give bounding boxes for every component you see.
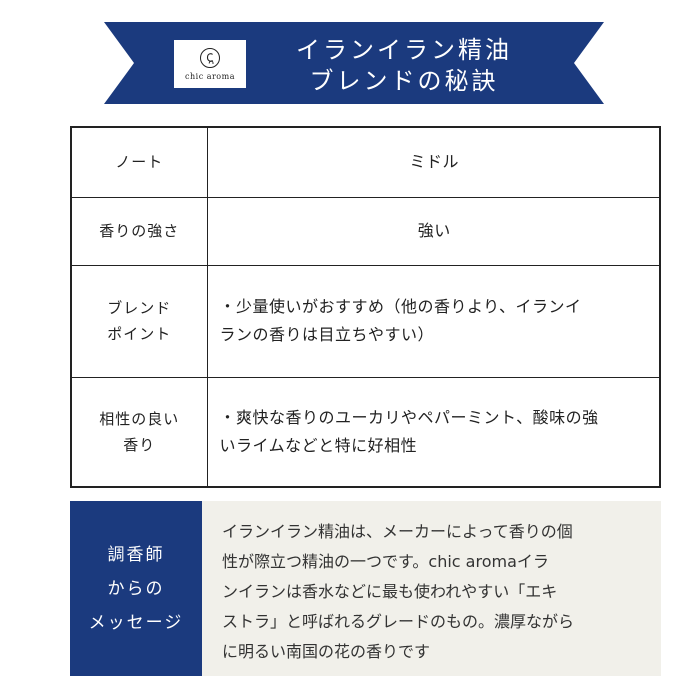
- page-title: イランイラン精油 ブレンドの秘訣: [264, 35, 544, 97]
- row-value-compatible: ・爽快な香りのユーカリやペパーミント、酸味の強 いライムなどと特に好相性: [206, 376, 661, 488]
- logo-text: chic aroma: [185, 72, 235, 81]
- row-label-compatible: 相性の良い 香り: [70, 376, 208, 488]
- table-row-intensity: 香りの強さ 強い: [70, 196, 661, 266]
- table-row-note: ノート ミドル: [70, 126, 661, 198]
- perfumer-message-box: 調香師 からの メッセージ イランイラン精油は、メーカーによって香りの個 性が際…: [70, 501, 661, 676]
- row-label-intensity: 香りの強さ: [70, 196, 208, 266]
- table-row-blend-point: ブレンド ポイント ・少量使いがおすすめ（他の香りより、イランイ ランの香りは目…: [70, 264, 661, 378]
- title-line-1: イランイラン精油: [296, 36, 512, 64]
- row-label-note: ノート: [70, 126, 208, 198]
- table-row-compatible: 相性の良い 香り ・爽快な香りのユーカリやペパーミント、酸味の強 いライムなどと…: [70, 376, 661, 488]
- aroma-info-table: ノート ミドル 香りの強さ 強い ブレンド ポイント ・少量使いがおすすめ（他の…: [70, 126, 661, 488]
- row-value-note: ミドル: [206, 126, 661, 198]
- message-body: イランイラン精油は、メーカーによって香りの個 性が際立つ精油の一つです。chic…: [222, 522, 575, 661]
- title-banner: chic aroma イランイラン精油 ブレンドの秘訣: [104, 22, 604, 104]
- row-label-blend-point: ブレンド ポイント: [70, 264, 208, 378]
- brand-logo: chic aroma: [174, 40, 246, 88]
- row-value-blend-point: ・少量使いがおすすめ（他の香りより、イランイ ランの香りは目立ちやすい）: [206, 264, 661, 378]
- message-label: 調香師 からの メッセージ: [70, 501, 202, 676]
- title-line-2: ブレンドの秘訣: [309, 67, 499, 95]
- chic-aroma-logo-icon: [200, 48, 220, 68]
- row-value-intensity: 強い: [206, 196, 661, 266]
